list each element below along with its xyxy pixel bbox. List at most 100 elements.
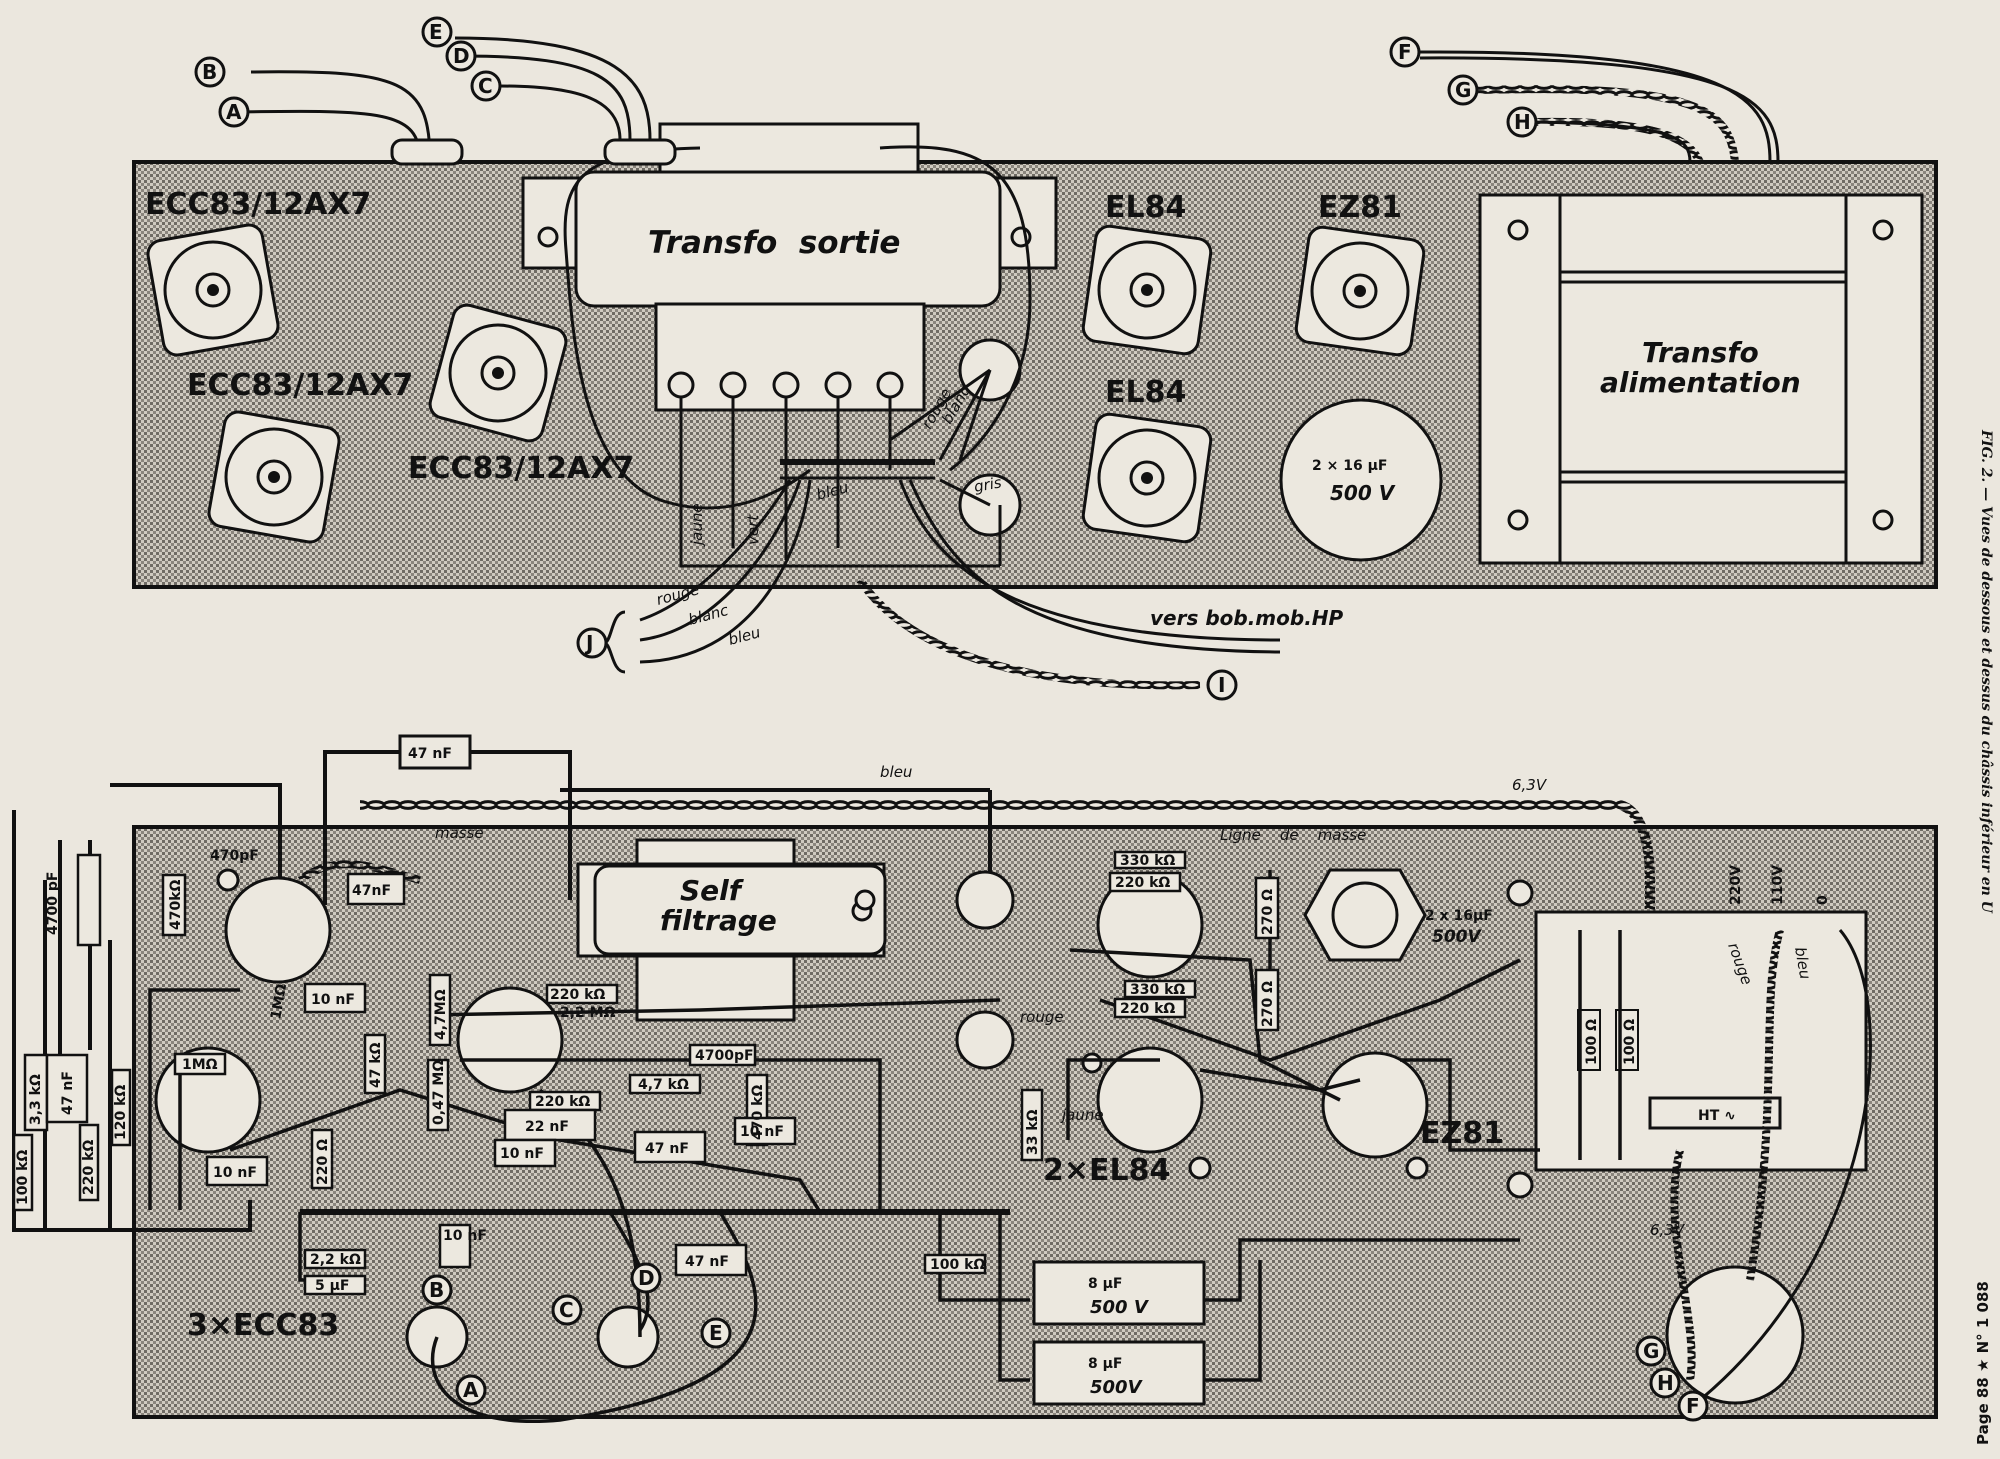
- label-110v: 110V: [1770, 865, 1786, 905]
- transformer-terminals: [667, 338, 1022, 537]
- power-transformer: Transfo alimentation: [1478, 193, 1924, 565]
- comp-c47nF-a: [346, 872, 406, 906]
- comp-r120k: [110, 1068, 132, 1147]
- label-r0-47M: 0,47 MΩ: [431, 1060, 447, 1125]
- comp-r4-7k: [628, 1073, 702, 1095]
- connector-d-top: D: [445, 40, 477, 72]
- svg-text:H: H: [1514, 110, 1531, 134]
- svg-text:E: E: [429, 20, 443, 44]
- power-transformer-label-2: alimentation: [1600, 366, 1801, 399]
- comp-r2-2k: [303, 1248, 367, 1270]
- label-c10nF-d: 10 nF: [740, 1124, 784, 1140]
- label-r270-a: 270 Ω: [1260, 889, 1276, 935]
- wire-label-6-3v: 6,3V: [1512, 776, 1548, 794]
- comp-c5uF: [303, 1274, 367, 1296]
- capacitor-8uF-1: 8 µF 500 V: [1032, 1260, 1206, 1326]
- label-r270-b: 270 Ω: [1260, 981, 1276, 1027]
- svg-text:G: G: [1455, 78, 1471, 102]
- heater-twisted-pair-2: [297, 860, 421, 884]
- connector-c-bottom: C: [551, 1294, 583, 1326]
- tube-socket-el84-2: [1081, 412, 1213, 544]
- comp-c10nF-b: [205, 1155, 269, 1187]
- cap-47nF-top-label: 47 nF: [408, 746, 452, 762]
- comp-r1M: [173, 1052, 227, 1076]
- top-connector-letters: A B C D E F G H I J: [194, 16, 1538, 701]
- wire-label-bleu-out: bleu: [726, 623, 762, 649]
- svg-text:H: H: [1657, 1371, 1674, 1395]
- label-c47nF-c: 47 nF: [685, 1254, 729, 1270]
- mains-socket: [1665, 1265, 1805, 1405]
- label-r120k: 120 kΩ: [113, 1085, 129, 1140]
- label-r2-2M: 2,2 MΩ: [560, 1005, 616, 1021]
- svg-text:B: B: [202, 60, 217, 84]
- tube-socket-ecc83-1: [146, 223, 280, 357]
- label-r220k-c: 220 kΩ: [1115, 875, 1170, 891]
- comp-r220k-a: [545, 983, 619, 1005]
- connector-c-top: C: [470, 70, 502, 102]
- filter-cap-bottom-label-1: 2 x 16µF: [1425, 908, 1493, 924]
- svg-text:A: A: [226, 100, 242, 124]
- socket-d-bottom: [596, 1305, 660, 1369]
- tube-label-ecc83-1: ECC83/12AX7: [145, 187, 371, 222]
- connector-h-top: H: [1506, 106, 1538, 138]
- comp-c47nF-left: [45, 1053, 89, 1124]
- comp-r33k-b: [1020, 1088, 1044, 1162]
- connector-b-bottom: B: [421, 1274, 453, 1306]
- wire-label-jaune: jaune: [688, 503, 706, 547]
- label-r470k: 470kΩ: [168, 879, 184, 930]
- connector-h-bottom: H: [1649, 1367, 1681, 1399]
- wire-label-masse: masse: [435, 824, 484, 842]
- svg-text:E: E: [709, 1321, 723, 1345]
- wire-label-blanc-out: blanc: [686, 601, 731, 629]
- svg-text:F: F: [1686, 1394, 1700, 1418]
- label-r100k-b: 100 kΩ: [930, 1257, 985, 1273]
- capacitor-8uF-2: 8 µF 500V: [1032, 1340, 1206, 1406]
- comp-r330k-b: [1123, 979, 1197, 999]
- bottom-components: [12, 850, 1280, 1296]
- label-c5uF: 5 µF: [315, 1278, 349, 1294]
- connector-g-top: G: [1447, 74, 1479, 106]
- label-c470pF: 470pF: [210, 848, 259, 864]
- twisted-lead-g: [1477, 85, 1739, 163]
- label-r1M-b: 1MΩ: [268, 983, 290, 1021]
- svg-text:8 µF: 8 µF: [1088, 1356, 1122, 1372]
- label-r330k-a: 330 kΩ: [1120, 853, 1175, 869]
- label-c47nF-left: 47 nF: [60, 1071, 76, 1115]
- filter-capacitor-top-label-2: 500 V: [1330, 481, 1396, 505]
- wire-label-6-3v-2: 6,3V: [1650, 1221, 1686, 1239]
- tube-label-ecc83-2: ECC83/12AX7: [187, 368, 413, 403]
- tube-socket-el84-1: [1081, 224, 1213, 356]
- label-r33k-left: 3,3 kΩ: [28, 1074, 44, 1125]
- connector-e-top: E: [421, 16, 453, 48]
- comp-r270-a: [1254, 876, 1280, 940]
- output-transformer-label: Transfo sortie: [648, 225, 900, 261]
- connector-g-bottom: G: [1635, 1335, 1667, 1367]
- filter-cap-bottom-label-2: 500V: [1432, 927, 1482, 947]
- wire-label-vers-hp: vers bob.mob.HP: [1150, 606, 1344, 630]
- label-r100-a: 100 Ω: [1584, 1019, 1600, 1065]
- connector-f-bottom: F: [1677, 1390, 1709, 1422]
- comp-c10nF-a: [303, 982, 367, 1014]
- label-c4700pF-left: 4700 pF: [45, 872, 61, 935]
- wire-label-gris: gris: [973, 473, 1004, 496]
- tube-label-ecc83-3: ECC83/12AX7: [408, 451, 634, 486]
- tube-socket-ecc83-3: [428, 303, 568, 443]
- socket-ecc83-a: [224, 876, 332, 984]
- wire-label-vert: vert: [744, 514, 762, 545]
- label-220v: 220V: [1728, 865, 1744, 905]
- label-c10nF-c: 10 nF: [500, 1146, 544, 1162]
- comp-r4-7M: [428, 973, 452, 1047]
- connector-d-bottom: D: [630, 1262, 662, 1294]
- comp-r100k-b: [923, 1253, 987, 1275]
- label-2xel84: 2×EL84: [1043, 1153, 1170, 1188]
- label-c47nF-a: 47nF: [352, 883, 391, 899]
- filter-choke-label-2: filtrage: [660, 904, 777, 937]
- comp-r100k-left: [12, 1133, 34, 1212]
- svg-text:500V: 500V: [1090, 1377, 1144, 1398]
- label-r1M: 1MΩ: [182, 1057, 218, 1073]
- twisted-lead-i: [856, 577, 1201, 690]
- figure-caption: FIG. 2. — Vues de dessous et dessus du c…: [1972, 430, 1996, 990]
- filter-choke-label-1: Self: [680, 874, 745, 907]
- label-r2-2k: 2,2 kΩ: [310, 1252, 361, 1268]
- power-transformer-bottom: HT ∿ 220V 110V 0 100 Ω 100 Ω rouge bleu …: [1534, 865, 1872, 1405]
